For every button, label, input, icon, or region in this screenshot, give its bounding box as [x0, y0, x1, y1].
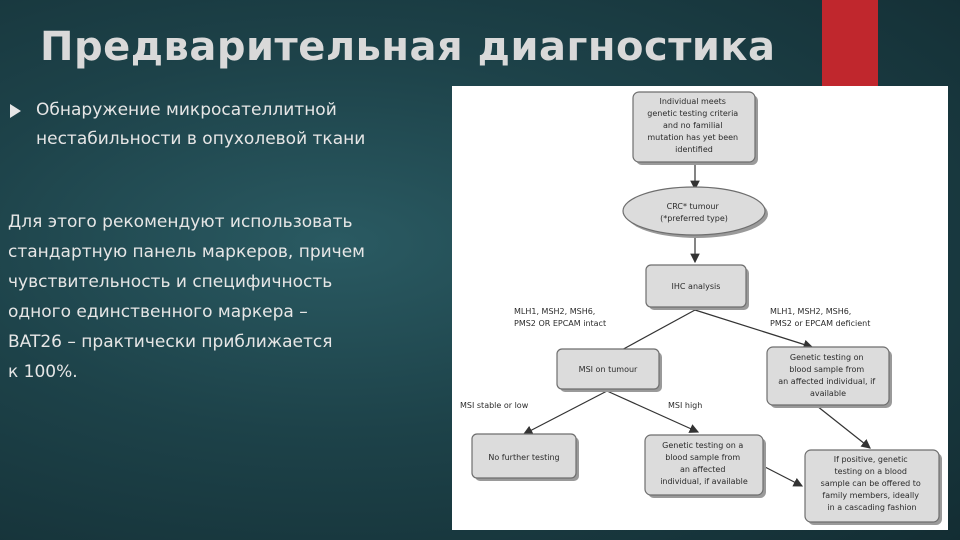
flowchart-arrows [522, 163, 871, 487]
bullet-item: Обнаружение микросателлитной нестабильно… [10, 96, 440, 154]
bullet-text: Обнаружение микросателлитной нестабильно… [36, 96, 440, 154]
cascade-testing-box: If positive, genetic testing on a blood … [804, 449, 942, 525]
edge-label-intact: MLH1, MSH2, MSH6, PMS2 OR EPCAM intact [514, 307, 606, 328]
accent-bar [822, 0, 878, 86]
paragraph-line: чувствительность и специфичность [8, 272, 333, 292]
arrow-ihc-to-genetic-right [694, 309, 814, 350]
arrow-genetic-center-to-cascade [764, 466, 804, 487]
cascade-testing-text: If positive, genetic testing on a blood … [821, 455, 924, 512]
genetic-testing-center-box: Genetic testing on a blood sample from a… [644, 434, 766, 498]
crc-tumour-ellipse: CRC* tumour (*preferred type) [622, 186, 768, 238]
genetic-testing-right-text: Genetic testing on blood sample from an … [778, 353, 877, 398]
no-further-testing-text: No further testing [488, 453, 559, 462]
flowchart-figure: Individual meets genetic testing criteri… [452, 86, 948, 530]
paragraph-line: Для этого рекомендуют использовать [8, 212, 353, 232]
start-criteria-text: Individual meets genetic testing criteri… [647, 97, 741, 154]
no-further-testing-box: No further testing [471, 433, 579, 481]
start-criteria-box: Individual meets genetic testing criteri… [632, 91, 758, 165]
ihc-analysis-text: IHC analysis [672, 282, 721, 291]
paragraph-line: BAT26 – практически приближается [8, 332, 333, 352]
arrow-msi-to-no-testing [522, 390, 608, 435]
body-paragraph: Для этого рекомендуют использовать станд… [8, 207, 440, 387]
edge-label-deficient: MLH1, MSH2, MSH6, PMS2 or EPCAM deficien… [770, 307, 870, 328]
edge-label-msi-stable: MSI stable or low [460, 401, 529, 410]
bullet-line-1: Обнаружение микросателлитной [36, 100, 337, 120]
msi-on-tumour-text: MSI on tumour [579, 365, 638, 374]
paragraph-line: одного единственного маркера – [8, 302, 308, 322]
paragraph-line: к 100%. [8, 362, 78, 382]
slide-title: Предварительная диагностика [40, 24, 776, 70]
arrow-genetic-right-to-cascade [816, 405, 871, 449]
genetic-testing-center-text: Genetic testing on a blood sample from a… [660, 441, 748, 486]
edge-label-msi-high: MSI high [668, 401, 702, 410]
flowchart-svg: Individual meets genetic testing criteri… [460, 91, 942, 525]
bullet-line-2: нестабильности в опухолевой ткани [36, 129, 366, 149]
arrow-msi-to-genetic-center [606, 390, 700, 433]
ihc-analysis-box: IHC analysis [645, 264, 749, 310]
paragraph-line: стандартную панель маркеров, причем [8, 242, 365, 262]
msi-on-tumour-box: MSI on tumour [556, 348, 662, 392]
bullet-arrow-icon [10, 104, 21, 118]
genetic-testing-right-box: Genetic testing on blood sample from an … [766, 346, 892, 408]
crc-tumour-text: CRC* tumour (*preferred type) [660, 202, 728, 223]
